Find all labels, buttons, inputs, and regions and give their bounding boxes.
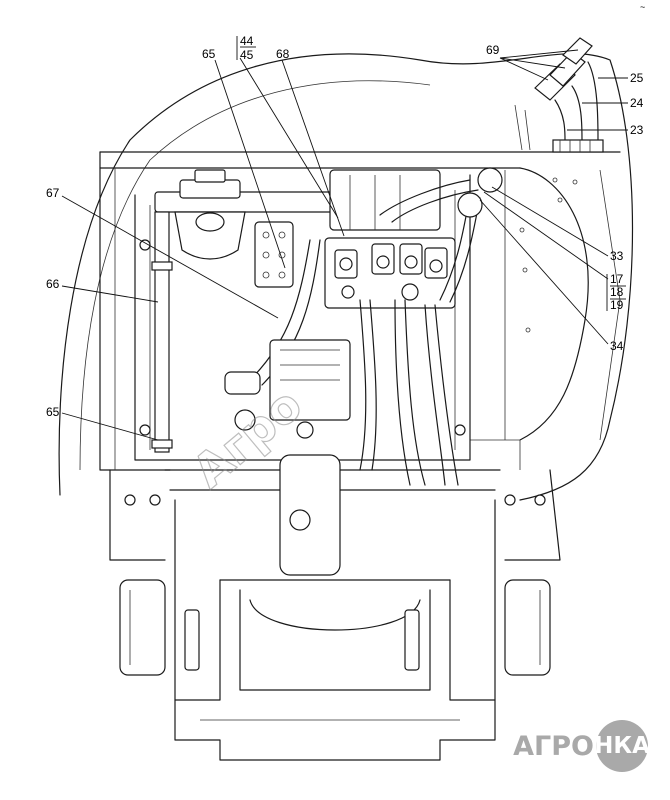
callouts: 69 25 24 23 65 44 45 68 67 66 65 33 17 1… <box>46 34 644 419</box>
callout-67: 67 <box>46 186 60 200</box>
leader-lines <box>61 49 628 441</box>
callout-44: 44 <box>240 34 254 48</box>
callout-18: 18 <box>610 285 624 299</box>
bracket-plate <box>254 221 294 288</box>
valve-block <box>324 179 479 309</box>
callout-65-top: 65 <box>202 47 216 61</box>
callout-17: 17 <box>610 272 624 286</box>
rear-linkage <box>109 454 561 761</box>
callout-24: 24 <box>630 96 644 110</box>
callout-66: 66 <box>46 277 60 291</box>
callout-45: 45 <box>240 48 254 62</box>
quick-couplers <box>457 37 604 218</box>
callout-25: 25 <box>630 71 644 85</box>
callout-19: 19 <box>610 298 624 312</box>
logo-badge: НКА <box>594 720 650 772</box>
callout-34: 34 <box>610 339 624 353</box>
callout-65-bottom: 65 <box>46 405 60 419</box>
mounting-plate <box>134 174 471 461</box>
corner-mark: ~ <box>640 2 645 12</box>
cab-outline <box>58 53 634 501</box>
hydraulic-tank <box>151 169 441 453</box>
callout-69: 69 <box>486 43 500 57</box>
control-unit <box>224 339 351 439</box>
callout-33: 33 <box>610 249 624 263</box>
callout-23: 23 <box>630 123 644 137</box>
logo-prefix: АГРО <box>513 730 594 762</box>
agronika-logo: АГРО НКА <box>513 720 650 772</box>
callout-68: 68 <box>276 47 290 61</box>
